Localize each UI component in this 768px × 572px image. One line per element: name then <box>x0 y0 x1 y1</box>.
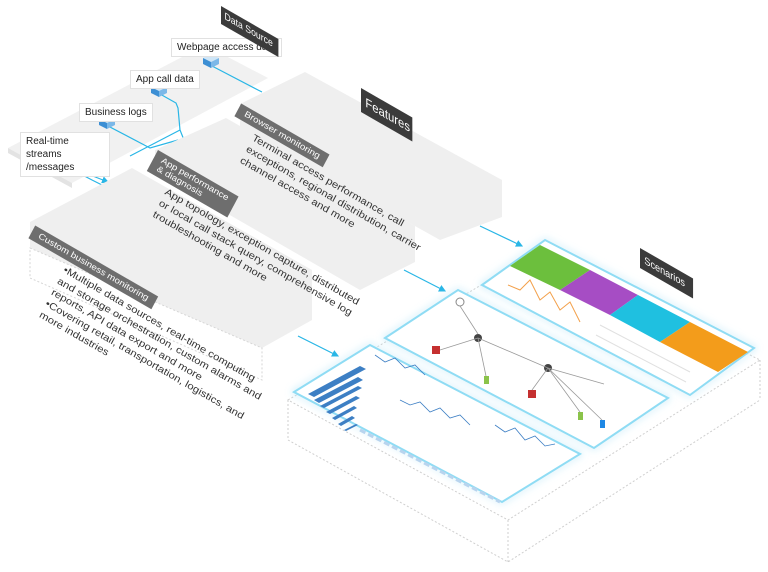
dashboard-topology <box>383 288 670 450</box>
source-label-app-call: App call data <box>130 70 200 89</box>
source-label-realtime: Real-time streams /messages <box>20 132 110 177</box>
dashboard-metrics-tiles <box>507 245 748 383</box>
source-label-business-logs: Business logs <box>79 103 153 122</box>
dashboard-bars <box>291 343 583 504</box>
dashboard-topology-graph <box>432 297 605 428</box>
feature-panels <box>29 72 502 381</box>
dashboard-bars-content <box>308 354 556 504</box>
scenario-base <box>286 249 762 563</box>
